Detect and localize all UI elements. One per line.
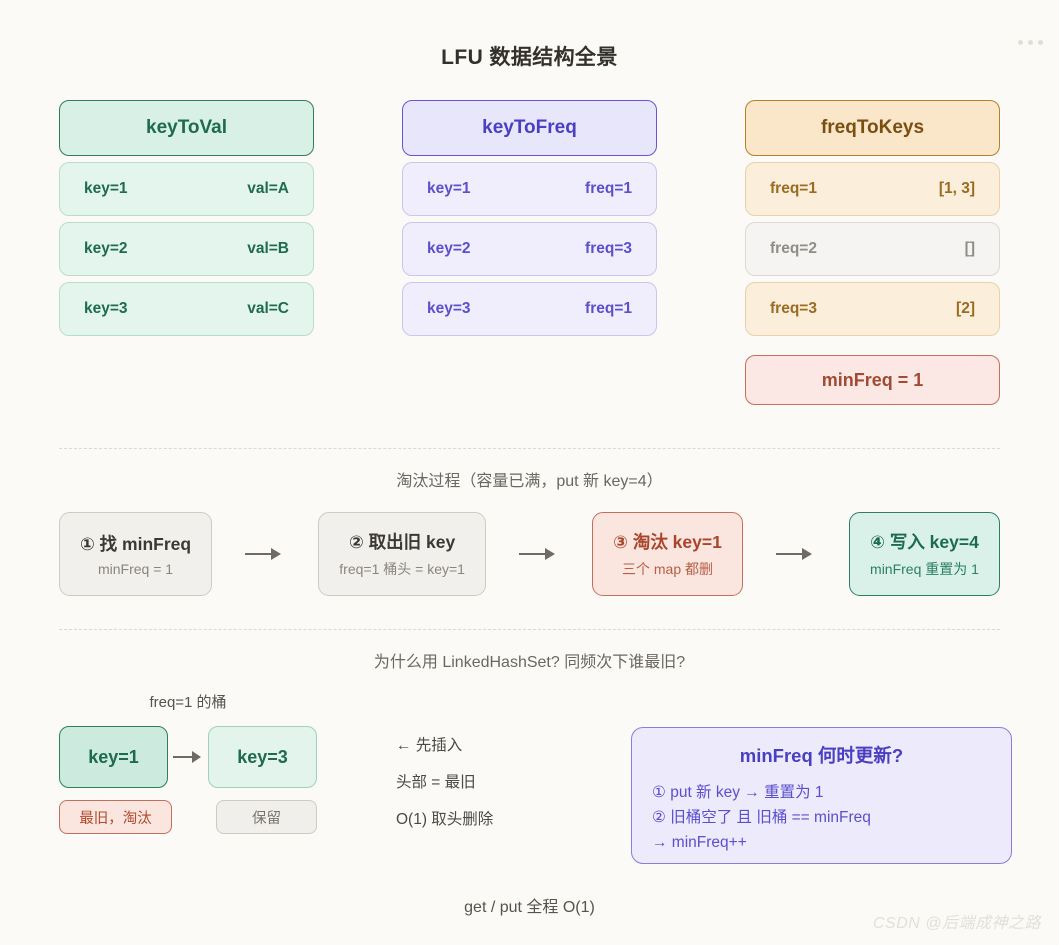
bucket-note-line: ← 先插入 bbox=[396, 737, 463, 754]
row-value: [1, 3] bbox=[938, 180, 975, 197]
table-row: key=3 freq=1 bbox=[402, 282, 657, 336]
row-value: freq=3 bbox=[585, 240, 632, 257]
map-header: keyToVal bbox=[59, 100, 314, 156]
bucket-node-1: key=1 bbox=[59, 726, 168, 788]
row-value: [2] bbox=[956, 300, 975, 317]
row-key: key=2 bbox=[427, 240, 471, 257]
minfreq-badge: minFreq = 1 bbox=[745, 355, 1000, 405]
step-title: ① 找 minFreq bbox=[80, 534, 192, 554]
panel-line: ② 旧桶空了 且 旧桶 == minFreq bbox=[652, 809, 871, 827]
panel-line: ① put 新 key → 重置为 1 bbox=[652, 784, 824, 801]
status-badge-evict: 最旧，淘汰 bbox=[59, 800, 172, 834]
table-row: key=1 freq=1 bbox=[402, 162, 657, 216]
arrow-right-icon bbox=[517, 547, 561, 561]
arrow-right-icon bbox=[168, 750, 208, 764]
step-subtitle: freq=1 桶头 = key=1 bbox=[339, 561, 465, 577]
bucket-note-line: O(1) 取头删除 bbox=[396, 811, 494, 828]
row-key: key=2 bbox=[84, 240, 128, 257]
map-column-keytofreq: keyToFreq key=1 freq=1 key=2 freq=3 key=… bbox=[402, 100, 657, 405]
bucket-caption: 为什么用 LinkedHashSet? 同频次下谁最旧? bbox=[373, 654, 686, 671]
maps-row: keyToVal key=1 val=A key=2 val=B key=3 v… bbox=[59, 100, 1000, 405]
panel-line: → minFreq++ bbox=[652, 834, 747, 852]
ellipsis-dot bbox=[1018, 40, 1023, 45]
section-divider bbox=[59, 629, 1000, 630]
section-divider bbox=[59, 448, 1000, 449]
map-header: keyToFreq bbox=[402, 100, 657, 156]
table-row: freq=1 [1, 3] bbox=[745, 162, 1000, 216]
bucket-notes: ← 先插入 头部 = 最旧 O(1) 取头删除 bbox=[396, 733, 493, 829]
bucket-note-line: 头部 = 最旧 bbox=[396, 774, 476, 791]
arrow-right-icon bbox=[774, 547, 818, 561]
table-row: freq=2 [] bbox=[745, 222, 1000, 276]
eviction-flow: ① 找 minFreq minFreq = 1 ② 取出旧 key freq=1… bbox=[59, 512, 1000, 596]
ellipsis-dot bbox=[1028, 40, 1033, 45]
table-row: key=2 val=B bbox=[59, 222, 314, 276]
watermark: CSDN @后端成神之路 bbox=[872, 915, 1041, 932]
row-value: freq=1 bbox=[585, 180, 632, 197]
table-row: key=1 val=A bbox=[59, 162, 314, 216]
step-subtitle: minFreq 重置为 1 bbox=[870, 561, 979, 577]
row-value: val=A bbox=[247, 180, 289, 197]
row-key: key=3 bbox=[427, 300, 471, 317]
map-column-keytoval: keyToVal key=1 val=A key=2 val=B key=3 v… bbox=[59, 100, 314, 405]
panel-title: minFreq 何时更新? bbox=[739, 745, 904, 766]
row-key: key=1 bbox=[84, 180, 128, 197]
row-key: freq=3 bbox=[770, 300, 817, 317]
bucket-node-row: key=1 key=3 bbox=[59, 726, 317, 788]
ellipsis-dot bbox=[1038, 40, 1043, 45]
row-key: freq=2 bbox=[770, 240, 817, 257]
table-row: freq=3 [2] bbox=[745, 282, 1000, 336]
map-header: freqToKeys bbox=[745, 100, 1000, 156]
step-title: ③ 淘汰 key=1 bbox=[613, 532, 722, 552]
bucket-node-2: key=3 bbox=[208, 726, 317, 788]
flow-step-4: ④ 写入 key=4 minFreq 重置为 1 bbox=[849, 512, 1000, 596]
ellipsis-icon[interactable] bbox=[1018, 40, 1043, 45]
row-value: [] bbox=[964, 240, 975, 257]
footer-note: get / put 全程 O(1) bbox=[464, 899, 595, 916]
step-subtitle: minFreq = 1 bbox=[97, 561, 174, 577]
page-title: LFU 数据结构全景 bbox=[441, 46, 618, 69]
step-title: ④ 写入 key=4 bbox=[870, 532, 979, 552]
step-title: ② 取出旧 key bbox=[348, 532, 456, 552]
status-badge-keep: 保留 bbox=[216, 800, 317, 834]
row-value: val=B bbox=[247, 240, 289, 257]
map-column-freqtokeys: freqToKeys freq=1 [1, 3] freq=2 [] freq=… bbox=[745, 100, 1000, 405]
bucket-label: freq=1 的桶 bbox=[149, 694, 227, 711]
bucket-tag-row: 最旧，淘汰 保留 bbox=[59, 800, 317, 834]
flow-step-3: ③ 淘汰 key=1 三个 map 都删 bbox=[592, 512, 743, 596]
flow-step-1: ① 找 minFreq minFreq = 1 bbox=[59, 512, 213, 596]
flow-step-2: ② 取出旧 key freq=1 桶头 = key=1 bbox=[318, 512, 486, 596]
eviction-caption: 淘汰过程（容量已满，put 新 key=4） bbox=[396, 473, 663, 490]
row-key: key=1 bbox=[427, 180, 471, 197]
row-value: val=C bbox=[247, 300, 289, 317]
table-row: key=3 val=C bbox=[59, 282, 314, 336]
table-row: key=2 freq=3 bbox=[402, 222, 657, 276]
row-value: freq=1 bbox=[585, 300, 632, 317]
row-key: freq=1 bbox=[770, 180, 817, 197]
minfreq-update-panel: minFreq 何时更新? ① put 新 key → 重置为 1 ② 旧桶空了… bbox=[631, 727, 1012, 864]
arrow-right-icon bbox=[243, 547, 287, 561]
row-key: key=3 bbox=[84, 300, 128, 317]
step-subtitle: 三个 map 都删 bbox=[621, 561, 713, 577]
